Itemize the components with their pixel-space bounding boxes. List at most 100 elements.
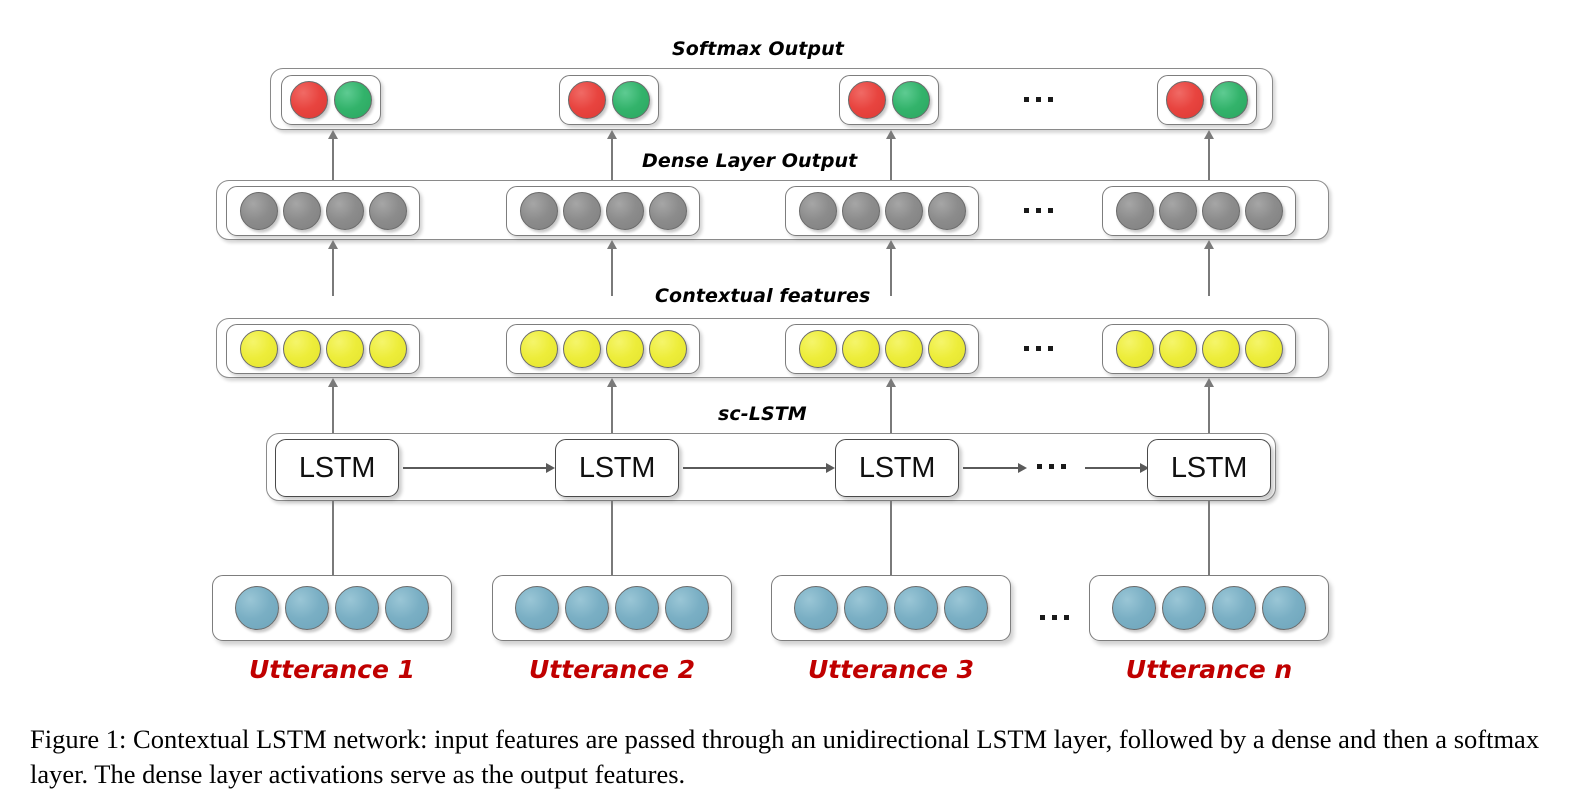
recurrent-arrow-3-to-ellipsis (963, 463, 1027, 472)
dense-node (1244, 192, 1283, 230)
dense-node (239, 192, 278, 230)
input-group-utterance-3[interactable] (771, 575, 1011, 641)
contextual-group-3[interactable] (785, 324, 979, 374)
connector-lstm-to-contextual-2 (607, 378, 617, 434)
input-node (894, 586, 938, 630)
connector-input-to-lstm-1 (332, 501, 334, 575)
connector-dense-to-softmax-n (1204, 130, 1214, 186)
softmax-group-1[interactable] (281, 75, 381, 125)
recurrent-arrow-2-to-3 (683, 463, 835, 472)
contextual-node (927, 330, 966, 368)
contextual-node (605, 330, 644, 368)
input-ellipsis (1040, 615, 1069, 620)
input-node (844, 586, 888, 630)
softmax-node-positive (892, 81, 930, 119)
lstm-cell-2[interactable]: LSTM (555, 439, 679, 497)
dense-node (325, 192, 364, 230)
contextual-layer-rail (216, 318, 1329, 378)
contextual-group-2[interactable] (506, 324, 700, 374)
connector-dense-to-softmax-3 (886, 130, 896, 186)
input-group-utterance-2[interactable] (492, 575, 732, 641)
contextual-node (282, 330, 321, 368)
utterance-label-2: Utterance 2 (528, 655, 696, 684)
softmax-node-positive (1210, 81, 1248, 119)
lstm-cell-1[interactable]: LSTM (275, 439, 399, 497)
contextual-node (1158, 330, 1197, 368)
dense-ellipsis (1024, 208, 1053, 213)
input-node (235, 586, 279, 630)
dense-group-n[interactable] (1102, 186, 1296, 236)
input-node (665, 586, 709, 630)
connector-input-to-lstm-3 (890, 501, 892, 575)
connector-input-to-lstm-2 (611, 501, 613, 575)
sclstm-ellipsis (1037, 464, 1066, 469)
input-node (1212, 586, 1256, 630)
softmax-ellipsis (1024, 97, 1053, 102)
input-node (1162, 586, 1206, 630)
softmax-node-negative (848, 81, 886, 119)
dense-node (841, 192, 880, 230)
dense-node (519, 192, 558, 230)
dense-node (368, 192, 407, 230)
input-node (944, 586, 988, 630)
connector-contextual-to-dense-3 (886, 240, 896, 296)
dense-group-1[interactable] (226, 186, 420, 236)
dense-node (927, 192, 966, 230)
connector-contextual-to-dense-1 (328, 240, 338, 296)
contextual-node (648, 330, 687, 368)
softmax-node-positive (334, 81, 372, 119)
input-node (615, 586, 659, 630)
softmax-node-negative (1166, 81, 1204, 119)
connector-lstm-to-contextual-1 (328, 378, 338, 434)
connector-lstm-to-contextual-3 (886, 378, 896, 434)
layer-label-dense-output: Dense Layer Output (642, 150, 858, 172)
input-node (285, 586, 329, 630)
dense-group-3[interactable] (785, 186, 979, 236)
input-node (385, 586, 429, 630)
input-node (1262, 586, 1306, 630)
dense-node (1115, 192, 1154, 230)
softmax-node-negative (290, 81, 328, 119)
input-group-utterance-1[interactable] (212, 575, 452, 641)
softmax-node-positive (612, 81, 650, 119)
layer-label-contextual-features: Contextual features (655, 285, 871, 307)
input-node (335, 586, 379, 630)
dense-node (648, 192, 687, 230)
contextual-node (239, 330, 278, 368)
softmax-group-2[interactable] (559, 75, 659, 125)
softmax-group-n[interactable] (1157, 75, 1257, 125)
dense-node (562, 192, 601, 230)
contextual-node (841, 330, 880, 368)
recurrent-arrow-1-to-2 (403, 463, 555, 472)
figure-caption: Figure 1: Contextual LSTM network: input… (30, 724, 1540, 790)
input-node (1112, 586, 1156, 630)
recurrent-arrow-ellipsis-to-n (1085, 463, 1149, 472)
sclstm-layer-rail: LSTM LSTM LSTM LSTM (266, 433, 1276, 501)
input-group-utterance-n[interactable] (1089, 575, 1329, 641)
dense-node (798, 192, 837, 230)
layer-label-sc-lstm: sc-LSTM (718, 403, 807, 425)
dense-node (884, 192, 923, 230)
contextual-node (1244, 330, 1283, 368)
utterance-label-3: Utterance 3 (807, 655, 975, 684)
input-node (515, 586, 559, 630)
contextual-group-n[interactable] (1102, 324, 1296, 374)
softmax-group-3[interactable] (839, 75, 939, 125)
input-node (794, 586, 838, 630)
utterance-label-1: Utterance 1 (248, 655, 416, 684)
lstm-cell-n[interactable]: LSTM (1147, 439, 1271, 497)
connector-dense-to-softmax-2 (607, 130, 617, 186)
dense-layer-rail (216, 180, 1329, 240)
dense-node (282, 192, 321, 230)
input-node (565, 586, 609, 630)
contextual-ellipsis (1024, 346, 1053, 351)
connector-lstm-to-contextual-n (1204, 378, 1214, 434)
connector-contextual-to-dense-n (1204, 240, 1214, 296)
dense-group-2[interactable] (506, 186, 700, 236)
contextual-node (562, 330, 601, 368)
dense-node (1201, 192, 1240, 230)
contextual-group-1[interactable] (226, 324, 420, 374)
contextual-node (798, 330, 837, 368)
lstm-cell-3[interactable]: LSTM (835, 439, 959, 497)
